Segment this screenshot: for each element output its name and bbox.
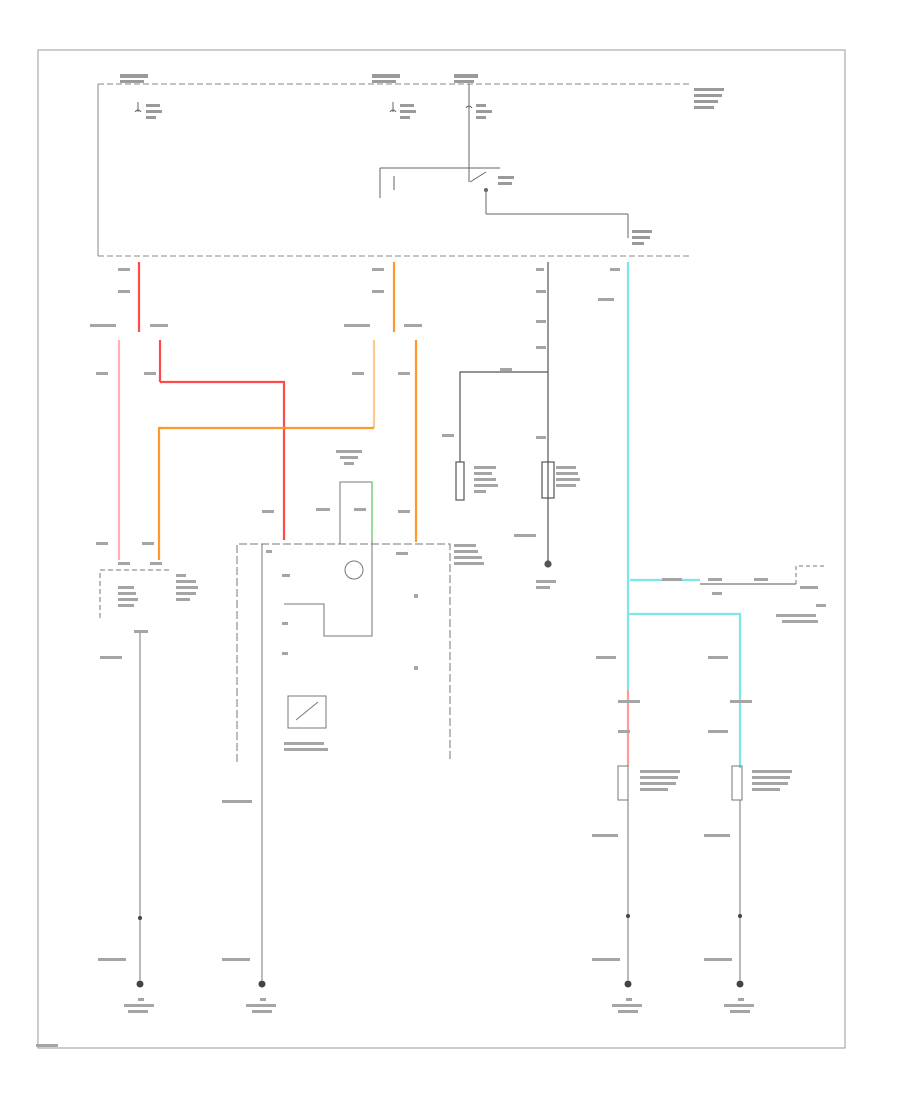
fuse-left bbox=[134, 102, 142, 113]
fuse-box-labels bbox=[120, 74, 724, 245]
diagram-frame bbox=[37, 49, 846, 1049]
fuse-middle bbox=[389, 102, 397, 113]
left-component bbox=[99, 569, 170, 920]
wire-orange bbox=[157, 262, 418, 560]
ground-terminals bbox=[136, 914, 744, 988]
illegible-labels bbox=[36, 268, 826, 1047]
wire-cyan bbox=[626, 262, 796, 768]
control-module bbox=[236, 481, 451, 762]
relay-symbol bbox=[379, 167, 629, 238]
wire-red-left bbox=[117, 262, 286, 560]
wire-black-center bbox=[455, 262, 555, 568]
ground-connections bbox=[139, 762, 741, 980]
fuse-right bbox=[465, 84, 473, 168]
fuse-relay-box bbox=[97, 83, 690, 257]
right-sensors bbox=[617, 565, 826, 916]
